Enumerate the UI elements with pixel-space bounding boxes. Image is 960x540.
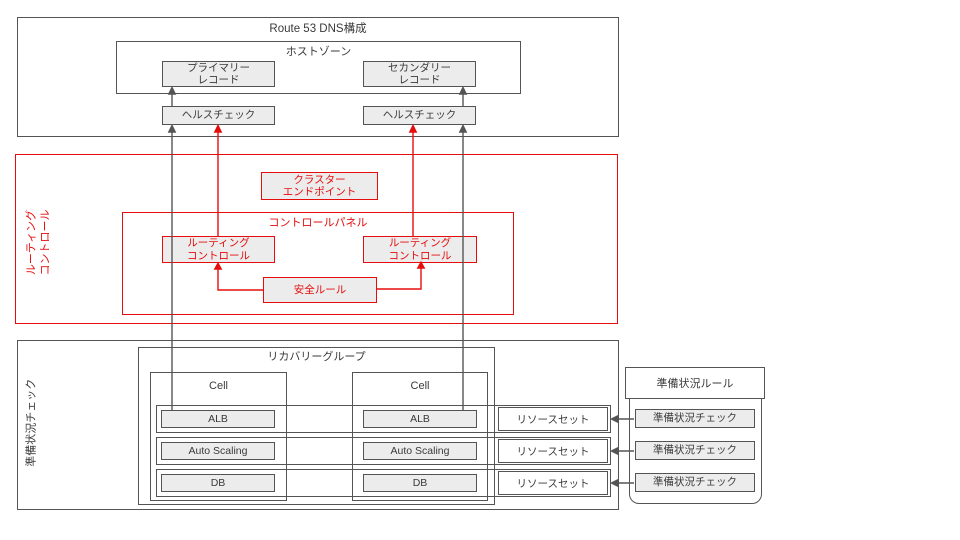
label-line: クラスター [293, 173, 346, 186]
readiness-check-node: 準備状況チェック [635, 473, 755, 492]
secondary-record-node: セカンダリー レコード [363, 61, 476, 87]
readiness-rule-label-box: 準備状況ルール [625, 367, 765, 399]
primary-record-node: プライマリー レコード [162, 61, 275, 87]
hosted-zone-box [116, 41, 521, 94]
label-line: レコード [197, 74, 240, 86]
routing-control-right-node: ルーティング コントロール [363, 236, 477, 263]
cell-right-box [352, 372, 488, 501]
control-panel-label: コントロールパネル [268, 217, 368, 229]
label-line: エンドポイント [282, 186, 357, 198]
route53-dns-title: Route 53 DNS構成 [269, 23, 367, 35]
cell-left-autoscaling-node: Auto Scaling [161, 442, 275, 460]
label-line: コントロール [39, 209, 51, 275]
routing-control-section [15, 154, 618, 324]
control-panel-box [122, 212, 514, 315]
label-line: ルーティング [25, 209, 38, 275]
label-line: コントロール [388, 249, 452, 262]
health-check-left-node: ヘルスチェック [162, 106, 275, 125]
cluster-endpoint-node: クラスター エンドポイント [261, 172, 378, 200]
label-line: ヘルスチェック [382, 109, 457, 122]
cell-right-autoscaling-node: Auto Scaling [363, 442, 477, 460]
cell-left-label: Cell [209, 380, 228, 392]
cell-left-alb-node: ALB [161, 410, 275, 428]
label-line: ルーティング [388, 237, 452, 249]
label-line: コントロール [187, 249, 250, 262]
routing-control-side-label: ルーティング コントロール [12, 196, 66, 288]
recovery-group-label: リカバリーグループ [267, 351, 366, 363]
label-line: ヘルスチェック [181, 109, 256, 122]
label-line: 準備状況チェック [25, 379, 38, 467]
resource-set-label-box: リソースセット [498, 439, 608, 463]
label-line: プライマリー [187, 61, 250, 74]
cell-right-label: Cell [410, 380, 430, 392]
label-line: セカンダリー [388, 61, 451, 74]
readiness-check-node: 準備状況チェック [635, 409, 755, 428]
routing-control-left-node: ルーティング コントロール [162, 236, 275, 263]
resource-set-label-box: リソースセット [498, 407, 608, 431]
label-line: 安全ルール [293, 283, 347, 296]
label-line: ルーティング [187, 237, 250, 249]
safety-rule-node: 安全ルール [263, 277, 377, 303]
cell-left-box [150, 372, 287, 501]
readiness-check-section [17, 340, 619, 510]
route53-dns-section [17, 17, 619, 137]
readiness-check-node: 準備状況チェック [635, 441, 755, 460]
label-line: レコード [398, 74, 441, 86]
hosted-zone-label: ホストゾーン [285, 46, 352, 58]
cell-left-db-node: DB [161, 474, 275, 492]
health-check-right-node: ヘルスチェック [363, 106, 476, 125]
cell-right-db-node: DB [363, 474, 477, 492]
readiness-check-side-label: 準備状況チェック [6, 379, 58, 467]
recovery-group-box [138, 347, 495, 505]
cell-right-alb-node: ALB [363, 410, 477, 428]
resource-set-label-box: リソースセット [498, 471, 608, 495]
